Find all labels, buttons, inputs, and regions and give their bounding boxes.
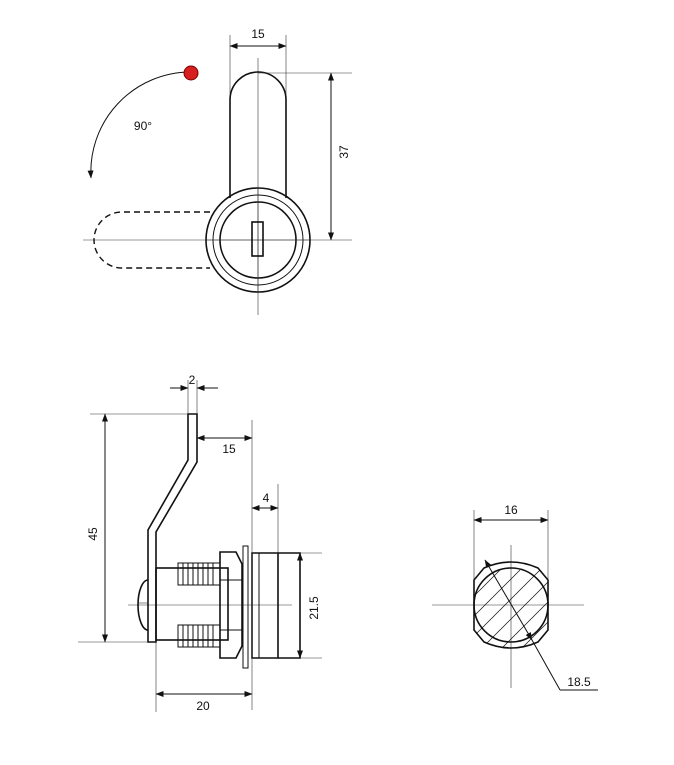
hex-nut [219,551,243,659]
thread-bottom [177,624,221,648]
washer [242,545,249,669]
offset-label: 15 [222,442,236,456]
lock-flange [251,552,279,659]
total-height-label: 45 [86,527,100,541]
thickness-label: 2 [189,373,196,387]
thread-top [177,562,221,586]
diameter-label: 21.5 [307,596,321,620]
cutout-diameter-label: 18.5 [567,675,591,689]
side-view: 2 15 45 4 21.5 20 [78,373,322,713]
width-label: 15 [251,27,265,41]
cutout-width-label: 16 [504,503,518,517]
cutout-diameter-dimension [484,559,533,641]
cam-arm [229,71,287,198]
height-label: 37 [337,145,351,159]
rotation-arrow [87,71,191,179]
key-slot [251,221,264,257]
flange-width-label: 4 [263,491,270,505]
length-label: 20 [196,699,210,713]
rotation-marker [183,65,199,81]
lock-body [155,567,229,641]
top-view: 15 37 90° [83,27,352,315]
cam-rotated-position [93,211,210,269]
cutout-hatching [474,569,548,648]
rotation-label: 90° [134,119,152,133]
cutout-view: 16 18.5 [432,503,598,691]
dome-nut [137,579,149,631]
